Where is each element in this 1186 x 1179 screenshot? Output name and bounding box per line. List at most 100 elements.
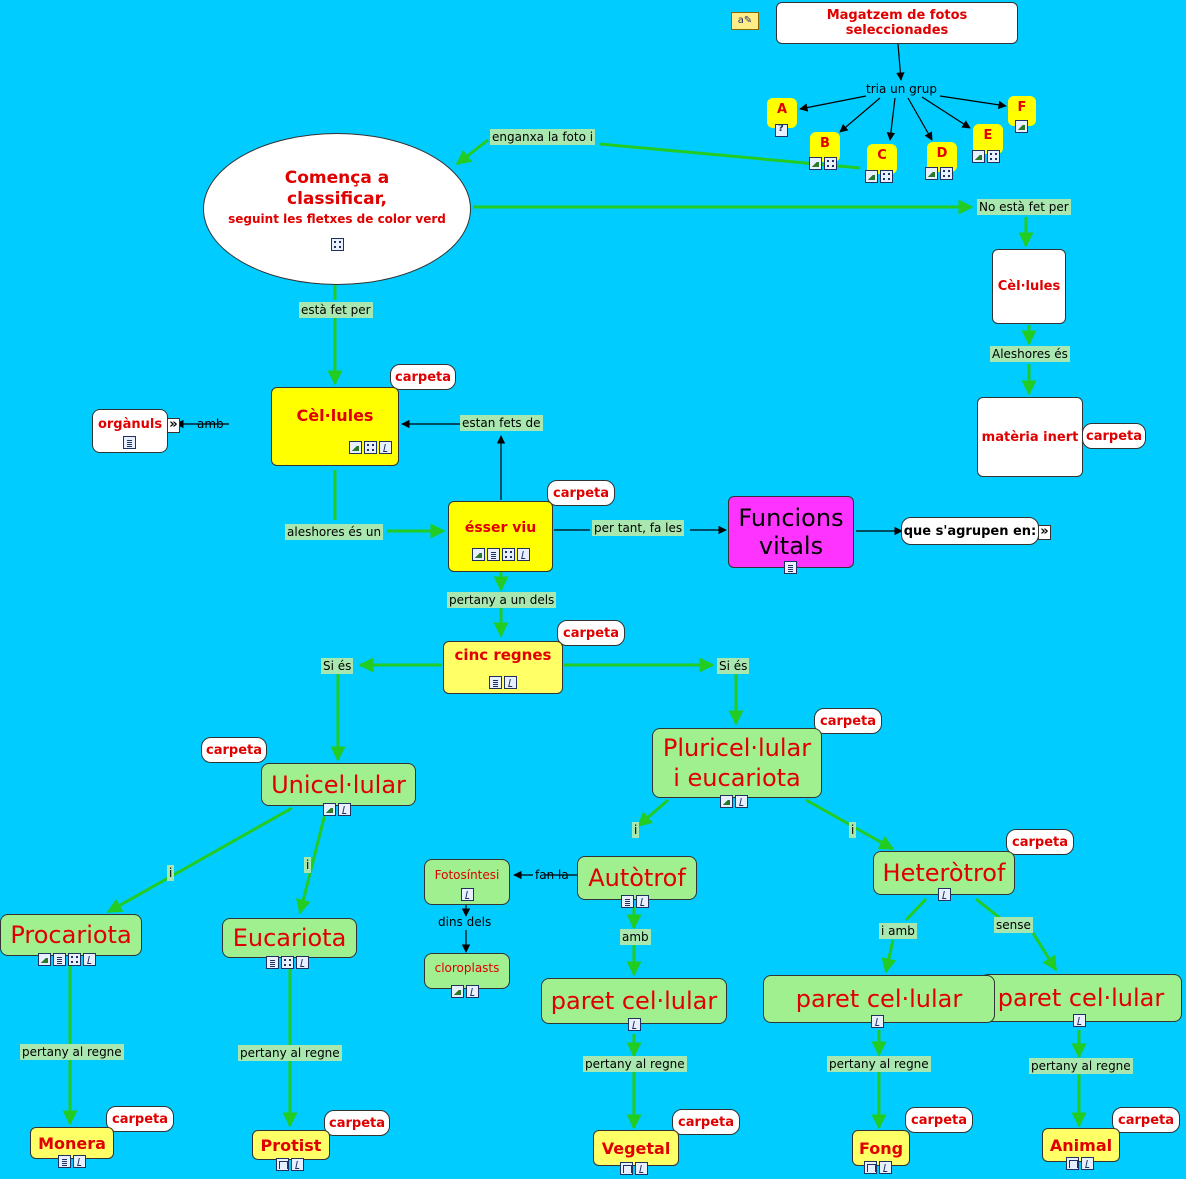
concept-map-icon[interactable]: [628, 1018, 641, 1031]
link-label-i1: i: [167, 865, 175, 881]
folder-tag[interactable]: carpeta: [905, 1107, 973, 1133]
hierarchy-icon[interactable]: [620, 1162, 633, 1175]
autotrof-node[interactable]: Autòtrof: [577, 856, 697, 900]
image-icon[interactable]: [323, 803, 336, 816]
hierarchy-icon[interactable]: [276, 1158, 289, 1171]
video-icon[interactable]: [987, 150, 1000, 163]
document-icon[interactable]: [489, 676, 502, 689]
image-icon[interactable]: [720, 795, 733, 808]
concept-map-icon[interactable]: [879, 1161, 892, 1174]
document-icon[interactable]: [486, 548, 500, 561]
question-icon[interactable]: [775, 123, 788, 137]
eucariota-node[interactable]: Eucariota: [222, 918, 357, 958]
folder-tag[interactable]: carpeta: [1082, 423, 1146, 449]
expand-icon[interactable]: »: [1038, 525, 1051, 540]
folder-tag[interactable]: carpeta: [814, 708, 882, 734]
group-c[interactable]: C: [867, 144, 897, 174]
funcions-vitals-node[interactable]: Funcions vitals: [728, 496, 854, 568]
esser-viu-node[interactable]: ésser viu: [448, 501, 553, 572]
image-icon[interactable]: [925, 167, 938, 180]
organuls-node[interactable]: orgànuls: [92, 409, 168, 453]
image-icon[interactable]: [865, 170, 878, 183]
concept-map-icon[interactable]: [938, 888, 951, 901]
note-icon[interactable]: a✎: [731, 12, 759, 30]
concept-map-icon[interactable]: [504, 676, 517, 689]
image-icon[interactable]: [1015, 120, 1028, 133]
video-icon[interactable]: [880, 170, 893, 183]
video-icon[interactable]: [281, 956, 294, 969]
concept-map-icon[interactable]: [516, 548, 530, 561]
materia-inert-node[interactable]: matèria inert: [977, 397, 1083, 477]
concept-map-icon[interactable]: [466, 985, 479, 998]
protist-node[interactable]: Protist: [252, 1130, 330, 1160]
concept-map-icon[interactable]: [635, 1162, 648, 1175]
pluricellular-node[interactable]: Pluricel·lular i eucariota: [652, 728, 822, 798]
image-icon[interactable]: [348, 440, 362, 454]
image-icon[interactable]: [38, 953, 51, 966]
concept-map-icon[interactable]: [1073, 1014, 1086, 1027]
paret-fong-node[interactable]: paret cel·lular: [763, 975, 995, 1023]
image-icon[interactable]: [809, 157, 822, 170]
group-e[interactable]: E: [973, 124, 1003, 154]
expand-icon[interactable]: »: [167, 418, 180, 433]
folder-tag[interactable]: carpeta: [547, 480, 615, 506]
video-icon[interactable]: [501, 548, 515, 561]
folder-tag[interactable]: carpeta: [390, 364, 456, 390]
concept-map-icon[interactable]: [73, 1155, 86, 1168]
video-icon[interactable]: [68, 953, 81, 966]
folder-tag-label: carpeta: [112, 1111, 168, 1127]
start-node[interactable]: Comença a classificar, seguint les fletx…: [203, 133, 471, 285]
concept-map-icon[interactable]: [378, 440, 392, 454]
concept-map-icon[interactable]: [460, 888, 474, 901]
concept-map-icon[interactable]: [735, 795, 748, 808]
video-icon[interactable]: [330, 237, 344, 251]
cellules-right-node[interactable]: Cèl·lules: [992, 249, 1066, 324]
concept-map-icon[interactable]: [636, 895, 649, 908]
concept-map-icon[interactable]: [291, 1158, 304, 1171]
organuls-label: orgànuls: [97, 417, 163, 432]
cinc-regnes-node[interactable]: cinc regnes: [443, 641, 563, 694]
hierarchy-icon[interactable]: [1066, 1157, 1079, 1170]
heterotrof-label: Heteròtrof: [882, 859, 1006, 887]
folder-tag[interactable]: carpeta: [1006, 829, 1074, 855]
image-icon[interactable]: [451, 985, 464, 998]
monera-node[interactable]: Monera: [30, 1127, 114, 1159]
concept-map-icon[interactable]: [83, 953, 96, 966]
agrupen-node[interactable]: que s'agrupen en:: [901, 517, 1039, 545]
link-label-i4: i: [849, 822, 857, 838]
paret-autotrof-node[interactable]: paret cel·lular: [541, 978, 727, 1024]
document-icon[interactable]: [53, 953, 66, 966]
unicellular-node[interactable]: Unicel·lular: [261, 763, 416, 806]
document-icon[interactable]: [784, 561, 797, 574]
vegetal-node[interactable]: Vegetal: [593, 1130, 679, 1166]
video-icon[interactable]: [363, 440, 377, 454]
image-icon[interactable]: [471, 548, 485, 561]
fotosintesi-node[interactable]: Fotosíntesi: [424, 859, 510, 905]
photo-store-node[interactable]: Magatzem de fotos seleccionades: [776, 2, 1018, 44]
procariota-node[interactable]: Procariota: [0, 914, 142, 956]
cellules-node[interactable]: Cèl·lules: [271, 387, 399, 466]
video-icon[interactable]: [940, 167, 953, 180]
folder-tag[interactable]: carpeta: [106, 1106, 174, 1132]
video-icon[interactable]: [824, 157, 837, 170]
folder-tag[interactable]: carpeta: [557, 620, 625, 646]
folder-tag[interactable]: carpeta: [201, 737, 267, 763]
document-icon[interactable]: [58, 1155, 71, 1168]
folder-tag[interactable]: carpeta: [672, 1109, 740, 1135]
document-icon[interactable]: [266, 956, 279, 969]
image-icon[interactable]: [972, 150, 985, 163]
document-icon[interactable]: [123, 436, 136, 449]
hierarchy-icon[interactable]: [864, 1161, 877, 1174]
cloroplasts-node[interactable]: cloroplasts: [424, 953, 510, 989]
paret-fong-label: paret cel·lular: [795, 985, 963, 1013]
concept-map-icon[interactable]: [871, 1015, 884, 1028]
paret-animal-node[interactable]: paret cel·lular: [980, 974, 1182, 1022]
document-icon[interactable]: [621, 895, 634, 908]
concept-map-icon[interactable]: [296, 956, 309, 969]
folder-tag[interactable]: carpeta: [324, 1110, 390, 1136]
cinc-regnes-label: cinc regnes: [454, 646, 552, 664]
concept-map-icon[interactable]: [338, 803, 351, 816]
group-b-icons: [809, 157, 837, 170]
concept-map-icon[interactable]: [1081, 1157, 1094, 1170]
folder-tag[interactable]: carpeta: [1112, 1107, 1180, 1133]
